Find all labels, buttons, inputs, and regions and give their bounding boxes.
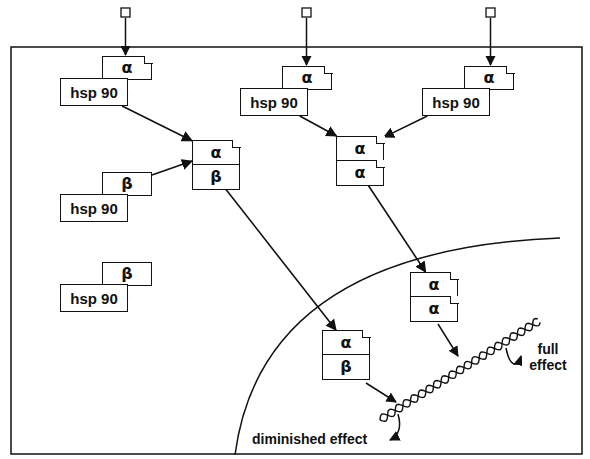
effect-arrow [506,348,521,364]
protein-box: α [336,136,384,162]
protein-name: α [341,335,352,351]
protein-name: α [355,141,366,157]
protein-box: hsp 90 [60,284,128,312]
protein-box: hsp 90 [60,194,128,222]
binding-notch [232,140,241,148]
protein-name: α [122,60,133,76]
protein-box: α [322,330,370,356]
dimerization-arrow [226,190,336,331]
binding-notch [376,136,385,144]
dimerization-arrow [384,116,427,137]
dimerization-arrow [300,116,337,136]
binding-notch [506,66,515,74]
hormone-square [486,8,495,17]
binding-notch [450,296,459,304]
dna-binding-arrow [366,383,396,402]
protein-box: β [322,354,370,380]
binding-notch [324,66,333,74]
protein-name: α [429,301,440,317]
hormone-square [302,8,311,17]
protein-name: α [429,277,440,293]
protein-name: β [121,266,132,282]
dna-strand [380,319,538,421]
protein-name: hsp 90 [70,85,118,100]
hormone-square [121,8,130,17]
dimerization-arrow [368,186,425,273]
protein-box: β [192,164,240,190]
protein-name: α [302,70,313,86]
binding-notch [144,56,153,64]
dimerization-arrow [122,106,192,141]
dimerization-arrow [152,161,192,175]
binding-notch [376,160,385,168]
binding-notch [362,330,371,338]
effect-arrow [390,414,400,440]
protein-box: hsp 90 [240,88,308,116]
binding-arrow [490,18,492,65]
protein-box: α [282,66,332,90]
effect-label: full effect [522,341,574,373]
protein-name: hsp 90 [70,291,118,306]
cell-membrane [11,47,582,454]
binding-notch [450,272,459,280]
protein-box: α [102,56,152,80]
protein-box: β [102,262,152,286]
protein-name: α [484,70,495,86]
protein-box: β [102,172,152,196]
dna-binding-arrow [438,324,458,356]
protein-name: hsp 90 [250,95,298,110]
protein-box: α [336,160,384,186]
nuclear-envelope [235,238,560,455]
protein-name: β [121,176,132,192]
protein-box: α [464,66,514,90]
protein-name: β [340,359,351,375]
binding-arrow [125,18,127,55]
effect-label: diminished effect [250,431,369,447]
protein-box: α [192,140,240,166]
protein-box: hsp 90 [60,78,128,106]
protein-box: α [410,296,458,322]
protein-box: hsp 90 [422,88,490,116]
protein-name: α [211,145,222,161]
protein-box: α [410,272,458,298]
binding-arrow [306,18,308,65]
protein-name: hsp 90 [432,95,480,110]
protein-name: hsp 90 [70,201,118,216]
protein-name: β [210,169,221,185]
protein-name: α [355,165,366,181]
